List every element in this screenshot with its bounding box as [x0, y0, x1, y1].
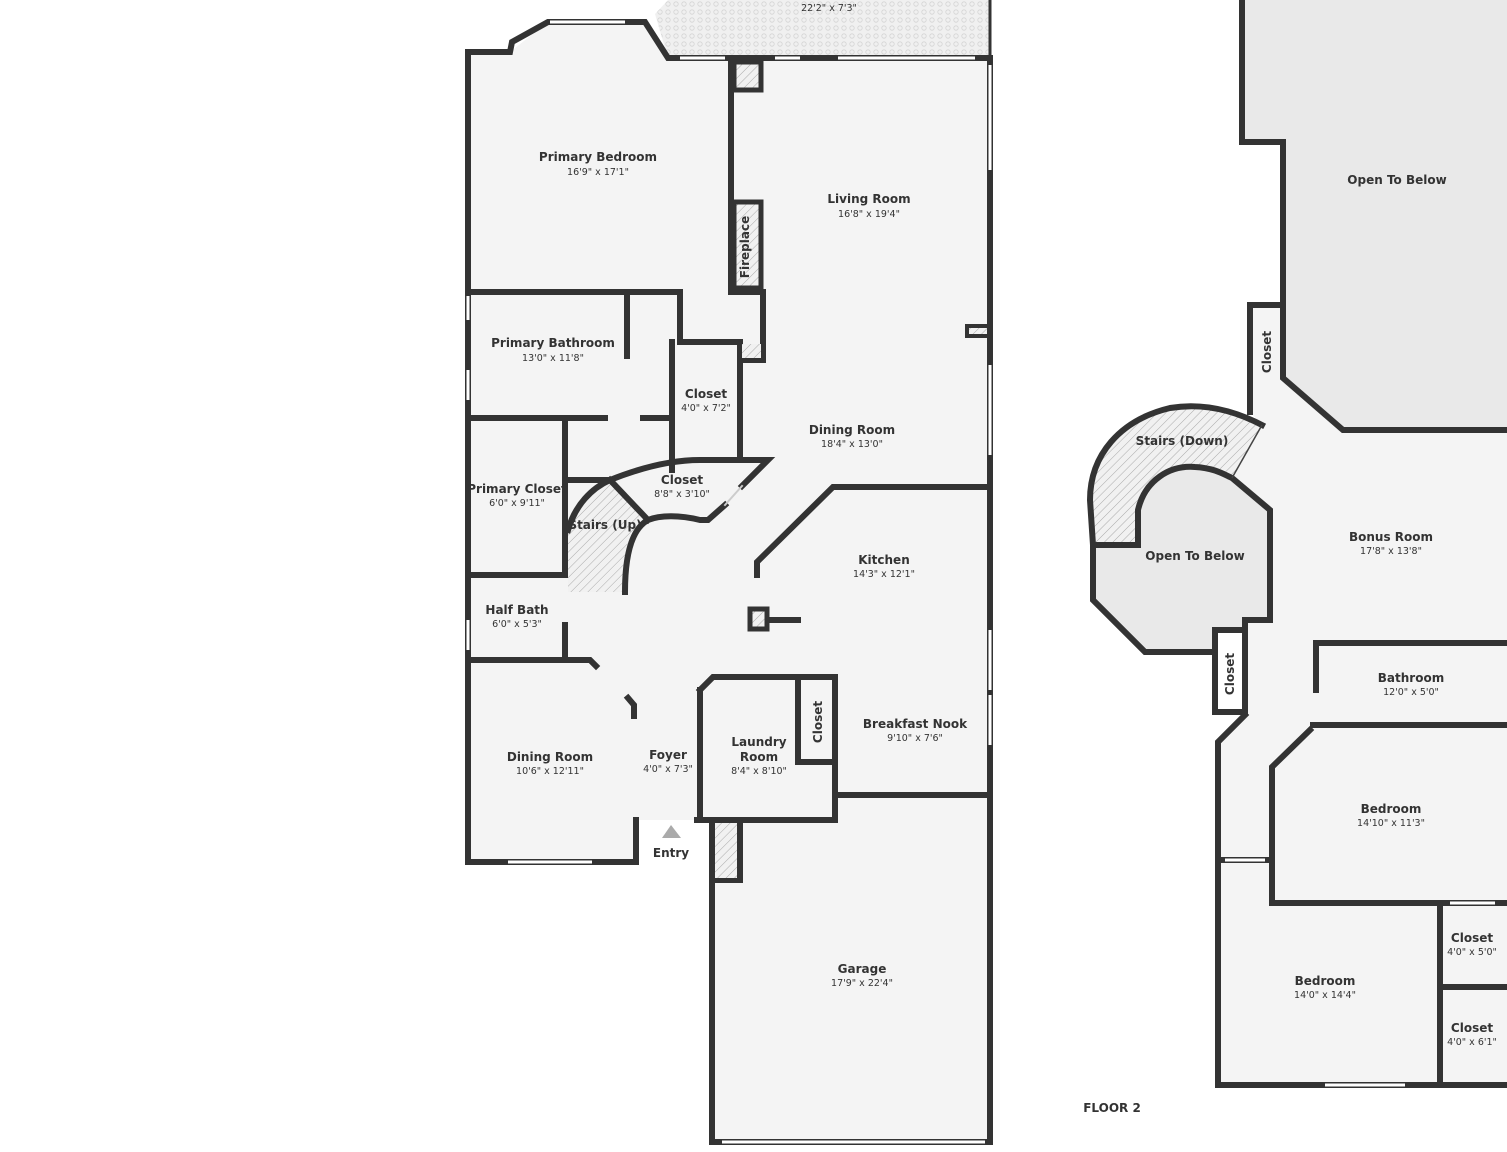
windows — [466, 20, 992, 1144]
room-label: Half Bath — [485, 603, 548, 617]
room-label: Bedroom — [1361, 802, 1422, 816]
column — [742, 344, 761, 358]
room-label-line2: Room — [740, 750, 778, 764]
stairs-down — [1090, 406, 1262, 545]
floor-2-label: FLOOR 2 — [1083, 1101, 1141, 1115]
floor-2-floor — [1218, 305, 1507, 1085]
room-dimensions: 18'4" x 13'0" — [821, 439, 883, 450]
room-label: Closet — [661, 473, 703, 487]
room-label: Bonus Room — [1349, 530, 1433, 544]
fireplace-label: Fireplace — [738, 216, 752, 278]
room-dimensions: 4'0" x 6'1" — [1447, 1037, 1497, 1048]
room-label: Primary Bedroom — [539, 150, 657, 164]
room-dimensions: 14'0" x 14'4" — [1294, 990, 1356, 1001]
interior-walls — [465, 59, 993, 883]
room-dimensions: 6'0" x 5'3" — [492, 619, 542, 630]
room-label: Dining Room — [507, 750, 593, 764]
room-label: Kitchen — [858, 553, 910, 567]
room-dimensions: 12'0" x 5'0" — [1383, 687, 1439, 698]
room-dimensions: 9'10" x 7'6" — [887, 733, 943, 744]
floor-2: Open To Below Closet Stairs (Down) Open … — [1083, 0, 1507, 1115]
stairs-up — [568, 480, 650, 592]
room-dimensions: 16'9" x 17'1" — [567, 167, 629, 178]
room-label: Open To Below — [1347, 173, 1446, 187]
windows-floor-2 — [1225, 858, 1495, 1087]
room-dimensions: 4'0" x 7'2" — [681, 403, 731, 414]
fireplace — [731, 199, 764, 291]
room-label: Foyer — [649, 748, 687, 762]
room-dimensions: 8'8" x 3'10" — [654, 489, 710, 500]
room-label: Breakfast Nook — [863, 717, 968, 731]
living-room-niche — [965, 324, 991, 338]
room-label: Bathroom — [1378, 671, 1444, 685]
open-to-below-small — [1093, 467, 1270, 652]
room-dimensions: 13'0" x 11'8" — [522, 353, 584, 364]
floor-1: 22'2" x 7'3" Primary Bedroom 16'9" x 17'… — [465, 0, 993, 1145]
room-label: Stairs (Down) — [1136, 434, 1229, 448]
room-label: Dining Room — [809, 423, 895, 437]
room-label: Primary Closet — [467, 482, 567, 496]
room-dimensions: 17'9" x 22'4" — [831, 978, 893, 989]
room-dimensions: 10'6" x 12'11" — [516, 766, 584, 777]
garage-box — [715, 823, 737, 878]
room-label: Closet — [811, 701, 825, 743]
room-dimensions: 4'0" x 7'3" — [643, 764, 693, 775]
room-label: Living Room — [827, 192, 910, 206]
patio — [655, 0, 990, 58]
open-to-below-large — [1242, 0, 1507, 430]
room-label: Primary Bathroom — [491, 336, 615, 350]
room-dimensions: 8'4" x 8'10" — [731, 766, 787, 777]
room-label: Garage — [838, 962, 887, 976]
stairs-walls — [564, 457, 776, 596]
room-dimensions: 14'3" x 12'1" — [853, 569, 915, 580]
chimney-box — [731, 59, 764, 93]
patio-dimensions: 22'2" x 7'3" — [801, 3, 857, 14]
room-label: Closet — [1451, 1021, 1493, 1035]
room-label: Closet — [1260, 331, 1274, 373]
column — [747, 606, 770, 632]
room-dimensions: 17'8" x 13'8" — [1360, 546, 1422, 557]
entry-label: Entry — [653, 846, 689, 860]
room-dimensions: 4'0" x 5'0" — [1447, 947, 1497, 958]
entry-arrow-icon — [662, 825, 681, 838]
room-label: Bedroom — [1295, 974, 1356, 988]
room-label: Closet — [685, 387, 727, 401]
room-label: Closet — [1451, 931, 1493, 945]
room-dimensions: 16'8" x 19'4" — [838, 209, 900, 220]
room-label: Closet — [1223, 653, 1237, 695]
room-dimensions: 14'10" x 11'3" — [1357, 818, 1425, 829]
stair-edge — [1231, 424, 1263, 479]
room-label: Open To Below — [1145, 549, 1244, 563]
room-label: Laundry — [731, 735, 786, 749]
room-dimensions: 6'0" x 9'11" — [489, 498, 545, 509]
room-label: Stairs (Up) — [568, 518, 641, 532]
